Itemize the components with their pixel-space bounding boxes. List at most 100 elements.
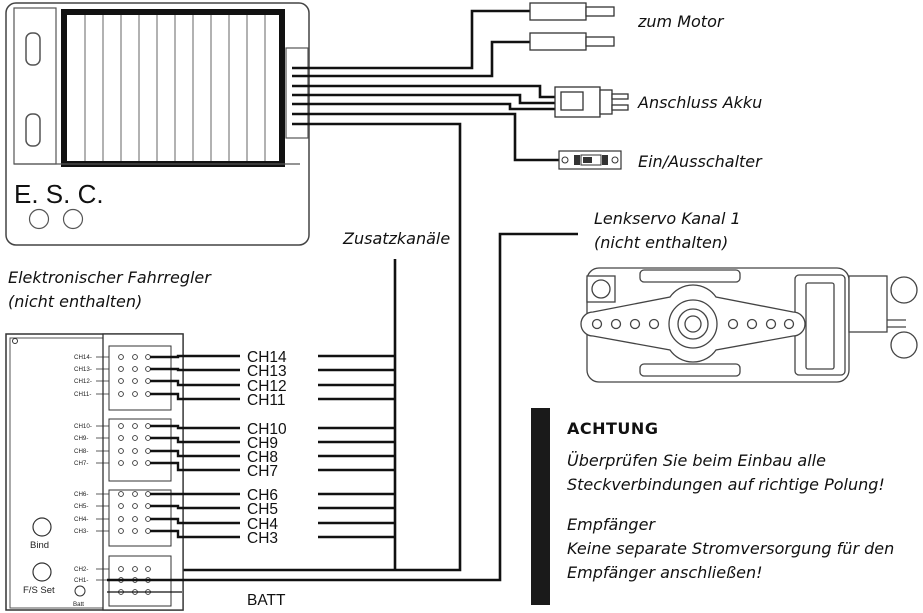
esc-wires	[107, 9, 559, 572]
receiver: CH14-CH13-CH12-CH11-CH10-CH9-CH8-CH7-CH6…	[5, 333, 184, 611]
channel-label: CH7	[247, 463, 278, 480]
mounting-slot-icon	[25, 113, 41, 147]
pin-label: CH5-	[74, 503, 88, 510]
pin-icon	[118, 378, 124, 384]
pin-icon	[132, 448, 138, 454]
pin-icon	[145, 391, 151, 397]
motor-plug-icon	[529, 32, 615, 51]
servo-wire	[107, 232, 578, 582]
esc-button-icon	[28, 208, 50, 230]
esc-wire-exit	[285, 47, 309, 139]
pin-label: CH10-	[74, 423, 92, 430]
channel-label: CH11	[247, 392, 285, 409]
pin-label: CH14-	[74, 354, 92, 361]
servo-label-line2: (nicht enthalten)	[594, 233, 728, 252]
channel-wire	[150, 461, 240, 472]
pin-icon	[145, 423, 151, 429]
esc-unit: E. S. C.	[5, 2, 310, 246]
pin-icon	[118, 503, 124, 509]
bind-button-icon	[32, 517, 52, 537]
battery-plug-icon	[554, 86, 629, 118]
pin-label: CH2-	[74, 566, 88, 573]
bind-label: Bind	[30, 540, 49, 551]
pin-label: CH13-	[74, 366, 92, 373]
warning-heading: ACHTUNG	[567, 419, 658, 438]
pin-label: CH8-	[74, 448, 88, 455]
pin-icon	[118, 491, 124, 497]
channel-label: CH3	[247, 530, 278, 547]
channel-label: CH12	[247, 378, 287, 395]
pin-icon	[145, 435, 151, 441]
pin-icon	[145, 366, 151, 372]
channel-label: CH8	[247, 449, 278, 466]
fs-set-button-icon	[32, 562, 52, 582]
pin-icon	[145, 354, 151, 360]
pin-icon	[132, 435, 138, 441]
pin-icon	[118, 448, 124, 454]
pin-icon	[118, 366, 124, 372]
channel-label: CH9	[247, 435, 278, 452]
pin-icon	[145, 528, 151, 534]
pin-icon	[132, 378, 138, 384]
pin-label: CH9-	[74, 435, 88, 442]
pin-icon	[145, 448, 151, 454]
switch-icon	[558, 150, 622, 170]
warning-line4: Keine separate Stromversorgung für den	[567, 539, 894, 558]
pin-icon	[118, 566, 124, 572]
channel-wire	[150, 436, 240, 444]
warning-line1: Überprüfen Sie beim Einbau alle	[567, 451, 826, 470]
channel-wire	[150, 424, 240, 430]
pin-icon	[132, 460, 138, 466]
pin-icon	[145, 566, 151, 572]
led-icon	[74, 585, 86, 597]
pin-icon	[145, 378, 151, 384]
channel-wire	[150, 392, 240, 401]
pin-label: CH11-	[74, 391, 91, 398]
steering-servo	[580, 267, 918, 383]
esc-button-icon	[62, 208, 84, 230]
pin-icon	[132, 566, 138, 572]
esc-label-line1: Elektronischer Fahrregler	[8, 268, 212, 287]
mounting-slot-icon	[25, 32, 41, 66]
motor-plug-icon	[529, 2, 615, 21]
pin-icon	[132, 528, 138, 534]
pin-icon	[118, 391, 124, 397]
pin-icon	[118, 423, 124, 429]
warning-line5: Empfänger anschließen!	[567, 563, 763, 582]
pin-icon	[145, 460, 151, 466]
channel-wire	[150, 529, 240, 539]
pin-icon	[132, 491, 138, 497]
battery-connector-label: Anschluss Akku	[637, 93, 762, 112]
warning-bar	[531, 408, 550, 605]
warning-box: ACHTUNG Überprüfen Sie beim Einbau alle …	[531, 408, 894, 605]
channel-label: CH14	[247, 349, 287, 366]
channel-wire	[150, 379, 240, 387]
pin-icon	[118, 354, 124, 360]
pin-label: CH4-	[74, 516, 88, 523]
pin-icon	[132, 354, 138, 360]
heatsink	[61, 9, 285, 167]
channel-wire	[150, 504, 240, 510]
pin-label: CH6-	[74, 491, 88, 498]
channel-label: CH5	[247, 501, 278, 518]
aux-channels-label: Zusatzkanäle	[342, 229, 450, 248]
esc-label-line2: (nicht enthalten)	[8, 292, 142, 311]
fs-set-label: F/S Set	[23, 585, 55, 596]
pin-label: CH12-	[74, 378, 92, 385]
servo-label-line1: Lenkservo Kanal 1	[594, 209, 741, 228]
pin-icon	[132, 423, 138, 429]
pin-icon	[118, 435, 124, 441]
channel-label: CH4	[247, 516, 278, 533]
pin-label: CH1-	[74, 577, 88, 584]
switch-label: Ein/Ausschalter	[638, 152, 763, 171]
batt-small-label: Batt	[73, 601, 84, 608]
pin-icon	[132, 516, 138, 522]
batt-label: BATT	[247, 592, 286, 609]
pin-icon	[118, 528, 124, 534]
pin-icon	[118, 516, 124, 522]
warning-line3: Empfänger	[567, 515, 656, 534]
pin-icon	[132, 366, 138, 372]
esc-title: E. S. C.	[14, 179, 104, 209]
